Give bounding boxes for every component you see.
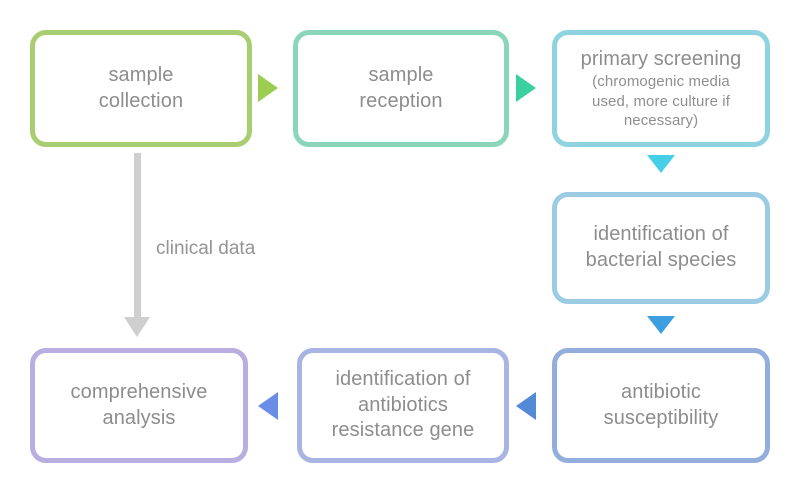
node-identification-bacterial-species[interactable]: identification of bacterial species [552, 192, 770, 304]
node-label-line-1: comprehensive [70, 380, 208, 403]
node-label-line-2: collection [98, 89, 184, 112]
node-label-title: primary screening [580, 47, 742, 70]
node-antibiotic-susceptibility[interactable]: antibiotic susceptibility [552, 348, 770, 463]
node-label-line-1: sample [108, 63, 174, 86]
node-label-line-2: analysis [102, 406, 176, 429]
node-sample-reception[interactable]: sample reception [293, 30, 509, 147]
arrow-clinical-data-shaft [134, 153, 141, 319]
node-sublabel-line-3: necessary) [623, 111, 699, 129]
node-label-line-2: antibiotics [357, 393, 449, 416]
arrow-resistance-gene-to-analysis-icon [258, 392, 278, 420]
node-identification-antibiotics-resistance-gene[interactable]: identification of antibiotics resistance… [297, 348, 509, 463]
arrow-identification-to-susceptibility-icon [647, 316, 675, 334]
node-sublabel-line-1: (chromogenic media [592, 73, 730, 91]
node-label-line-1: antibiotic [621, 380, 701, 403]
edge-label-clinical-data: clinical data [156, 238, 256, 259]
node-label-line-2: susceptibility [603, 406, 719, 429]
arrow-screening-to-identification-icon [647, 155, 675, 173]
arrow-reception-to-screening-icon [516, 74, 536, 102]
node-label-line-2: bacterial species [585, 249, 737, 271]
node-label-line-2: reception [359, 89, 443, 112]
node-label-line-3: resistance gene [331, 419, 475, 442]
arrow-clinical-data-head [124, 317, 150, 337]
node-label-line-1: identification of [593, 223, 729, 246]
node-primary-screening[interactable]: primary screening (chromogenic media use… [552, 30, 770, 147]
node-label-line-1: identification of [335, 368, 471, 391]
arrow-collection-to-reception-icon [258, 74, 278, 102]
arrow-susceptibility-to-resistance-gene-icon [516, 392, 536, 420]
node-comprehensive-analysis[interactable]: comprehensive analysis [30, 348, 248, 463]
node-label-line-1: sample [368, 63, 434, 86]
node-sublabel-line-2: used, more culture if [592, 92, 730, 110]
node-sample-collection[interactable]: sample collection [30, 30, 252, 147]
